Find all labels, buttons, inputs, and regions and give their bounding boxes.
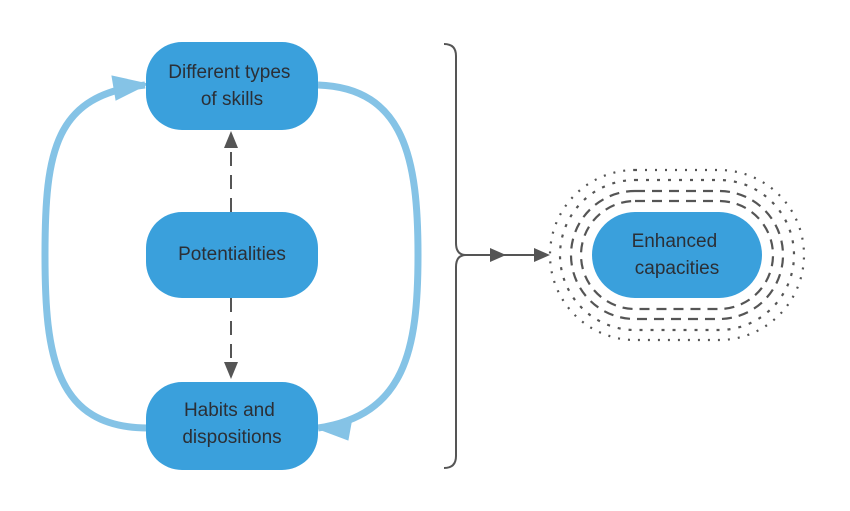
halo-ring-innermost: [579, 199, 775, 311]
node-habits-line2: dispositions: [182, 427, 281, 448]
svg-text:Habits and dispositions: Habits and dispositions: [182, 400, 281, 448]
cycle-arrow-right: [317, 81, 422, 432]
node-skills: Different types of skills: [146, 42, 318, 130]
node-skills-line1: Different types: [168, 62, 290, 83]
halo-ring-inner-dashed: [569, 189, 785, 321]
svg-text:Different types of skill: Different types of skills: [168, 62, 295, 110]
node-habits-shape: [146, 382, 318, 470]
node-enhanced-line2: capacities: [635, 258, 720, 279]
node-potentialities-shape: [146, 212, 318, 298]
dashed-connectors: [224, 131, 238, 379]
node-habits: Habits and dispositions: [146, 382, 318, 470]
arrowhead-up: [224, 131, 238, 148]
arrowhead-down: [224, 362, 238, 379]
curly-bracket: [443, 43, 467, 469]
node-enhanced: Enhanced capacities: [592, 212, 762, 298]
svg-text:Enhanced capacities: Enhanced capacities: [632, 231, 723, 279]
result-arrow: [466, 248, 550, 262]
node-habits-line1: Habits and: [184, 400, 275, 421]
halo-ring-outer: [548, 168, 806, 342]
svg-text:Potentialities: Potentialities: [178, 244, 286, 265]
enhanced-halo: [548, 168, 806, 342]
node-enhanced-line1: Enhanced: [632, 231, 718, 252]
cycle-arrowhead-right: [314, 417, 353, 441]
result-arrowhead-end: [534, 248, 550, 262]
node-skills-shape: [146, 42, 318, 130]
node-potentialities-line1: Potentialities: [178, 244, 286, 265]
result-arrowhead-mid: [490, 248, 506, 262]
node-skills-line2: of skills: [201, 89, 263, 110]
cycle-arrows: [41, 75, 422, 441]
node-enhanced-shape: [592, 212, 762, 298]
cycle-arrow-left: [41, 81, 149, 432]
node-potentialities: Potentialities: [146, 212, 318, 298]
cycle-arrowhead-left: [111, 75, 150, 101]
